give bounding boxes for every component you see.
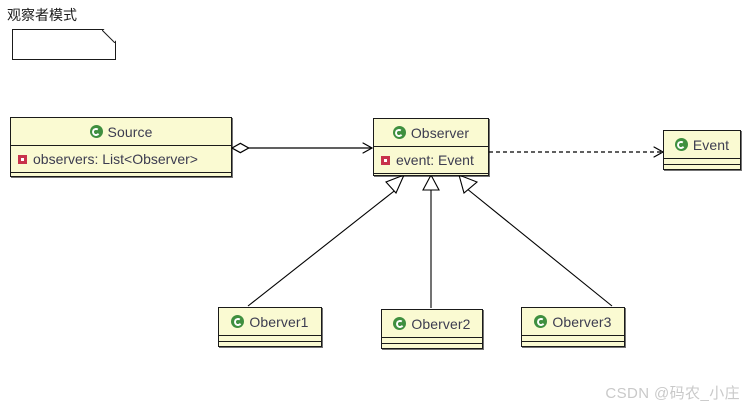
field-icon	[381, 155, 390, 165]
class-name-label: Event	[692, 136, 730, 153]
class-divider	[374, 173, 488, 174]
class-name-label: Source	[107, 123, 153, 140]
class-title-event: Event	[664, 131, 740, 158]
class-title-observer: Observer	[374, 119, 488, 146]
field-icon	[18, 154, 27, 164]
class-name-label: Oberver3	[552, 313, 612, 330]
class-divider	[374, 146, 488, 147]
class-operations-compartment	[522, 342, 624, 347]
diagram-title-note	[12, 29, 116, 60]
class-field-row[interactable]: event: Event	[374, 147, 488, 173]
class-title-oberver1: Oberver1	[219, 308, 321, 335]
note-fold-icon	[102, 30, 115, 43]
class-box-oberver1[interactable]: Oberver1	[218, 307, 322, 347]
class-box-oberver3[interactable]: Oberver3	[521, 307, 625, 347]
class-name-label: Observer	[410, 124, 470, 141]
class-divider	[522, 335, 624, 336]
class-box-oberver2[interactable]: Oberver2	[381, 309, 483, 349]
class-box-event[interactable]: Event	[663, 130, 741, 170]
class-divider	[664, 158, 740, 159]
class-operations-compartment	[374, 174, 488, 177]
class-box-source[interactable]: Source observers: List<Observer>	[10, 117, 232, 177]
class-divider	[11, 145, 231, 146]
class-name-label: Oberver2	[411, 315, 471, 332]
class-divider	[219, 335, 321, 336]
edge-oberver1-observer	[247, 174, 406, 307]
edge-oberver3-observer	[458, 174, 613, 307]
class-divider	[382, 343, 482, 344]
class-divider	[522, 341, 624, 342]
class-name-label: Oberver1	[249, 313, 309, 330]
diagram-title-label: 观察者模式	[7, 7, 77, 23]
class-divider	[664, 164, 740, 165]
class-divider	[219, 341, 321, 342]
class-title-oberver3: Oberver3	[522, 308, 624, 335]
class-operations-compartment	[11, 173, 231, 178]
edge-oberver2-observer	[422, 173, 440, 308]
class-field-label: observers: List<Observer>	[33, 151, 198, 167]
class-icon	[393, 317, 407, 330]
class-icon	[674, 138, 688, 151]
class-divider	[11, 172, 231, 173]
class-icon	[534, 315, 548, 328]
class-operations-compartment	[664, 165, 740, 170]
class-field-label: event: Event	[396, 152, 474, 168]
class-operations-compartment	[219, 342, 321, 347]
class-title-oberver2: Oberver2	[382, 310, 482, 337]
class-box-observer[interactable]: Observer event: Event	[373, 118, 489, 176]
class-operations-compartment	[382, 344, 482, 349]
class-icon	[392, 126, 406, 139]
class-title-source: Source	[11, 118, 231, 145]
class-divider	[382, 337, 482, 338]
class-icon	[231, 315, 245, 328]
class-icon	[89, 125, 103, 138]
watermark-label: CSDN @码农_小庄	[605, 385, 740, 402]
class-field-row[interactable]: observers: List<Observer>	[11, 146, 231, 172]
